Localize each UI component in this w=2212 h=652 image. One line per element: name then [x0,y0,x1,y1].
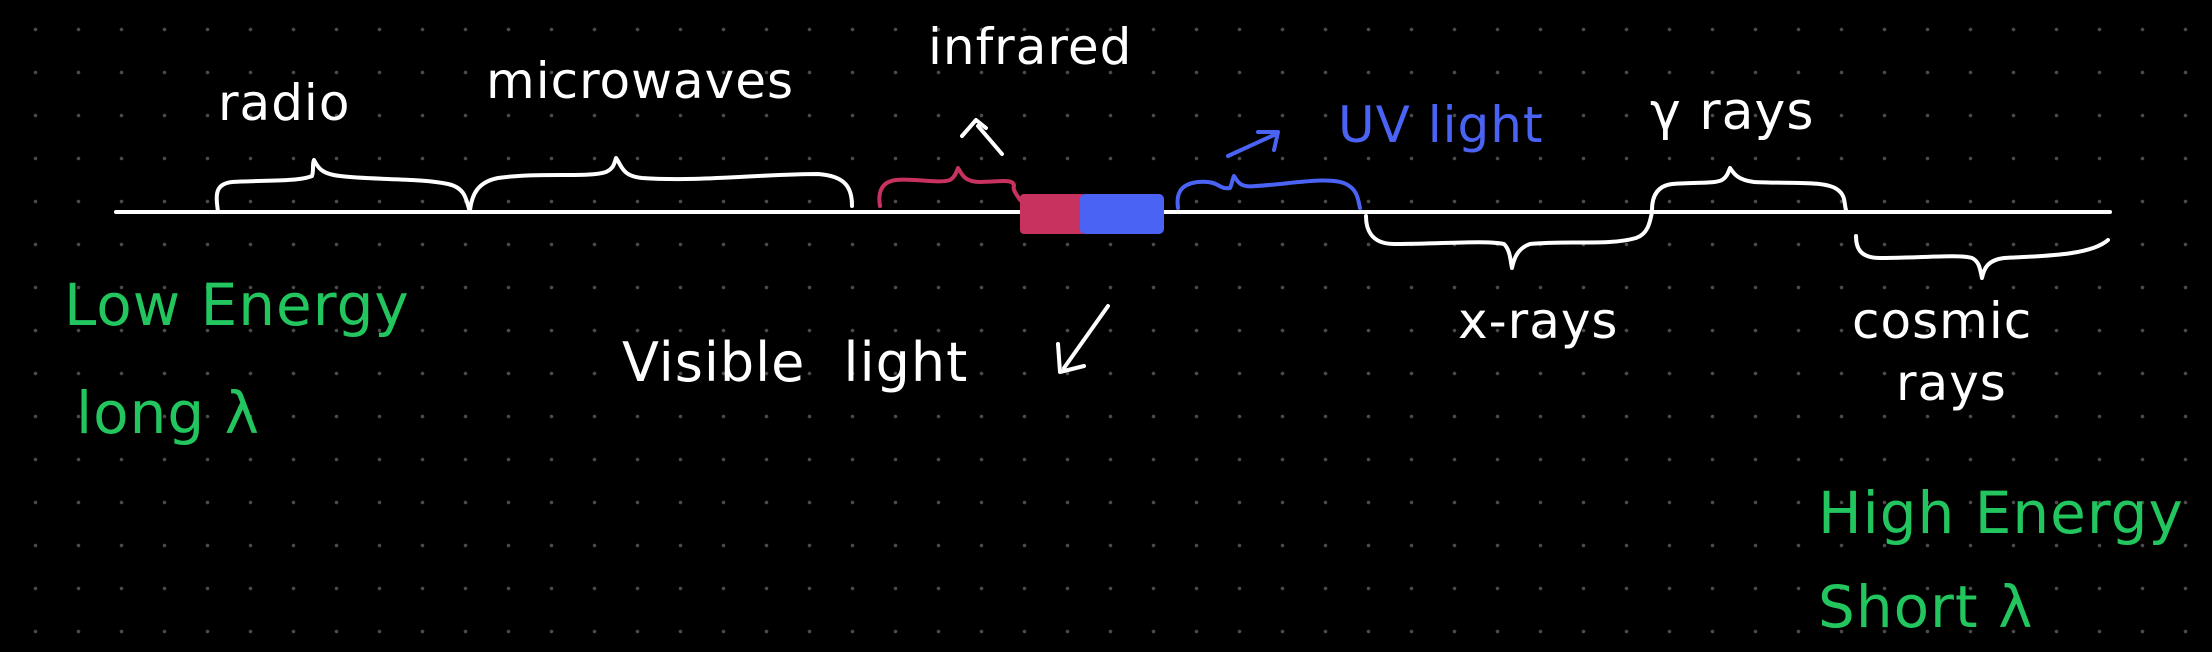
uv-light-label: UV light [1338,96,1544,154]
gamma-rays-brace [1650,166,1848,212]
short-lambda-label: Short λ [1818,573,2034,641]
x-rays-brace [1364,210,1654,270]
infrared-label: infrared [928,18,1133,76]
visible-red-band [1020,194,1086,234]
high-energy-label: High Energy [1818,479,2184,547]
low-energy-label: Low Energy [64,271,410,339]
infrared-brace [877,166,1022,208]
arrow-down-left-icon [1056,304,1110,374]
long-lambda-label: long λ [76,379,260,447]
arrow-up-right-icon [960,118,1004,156]
gamma-rays-label: γ rays [1650,82,1815,142]
arrow-up-right-icon [1226,130,1280,158]
microwaves-brace [468,156,854,212]
x-rays-label: x-rays [1458,292,1619,350]
uv-brace [1175,174,1362,210]
visible-blue-band [1080,194,1164,234]
visible-light-label: Visible light [622,331,969,394]
cosmic-rays-label-line1: cosmic [1852,292,2033,350]
cosmic-rays-brace [1854,234,2110,280]
microwaves-label: microwaves [486,52,795,110]
radio-brace [214,158,472,214]
radio-label: radio [218,74,351,132]
cosmic-rays-label-line2: rays [1896,354,2007,412]
